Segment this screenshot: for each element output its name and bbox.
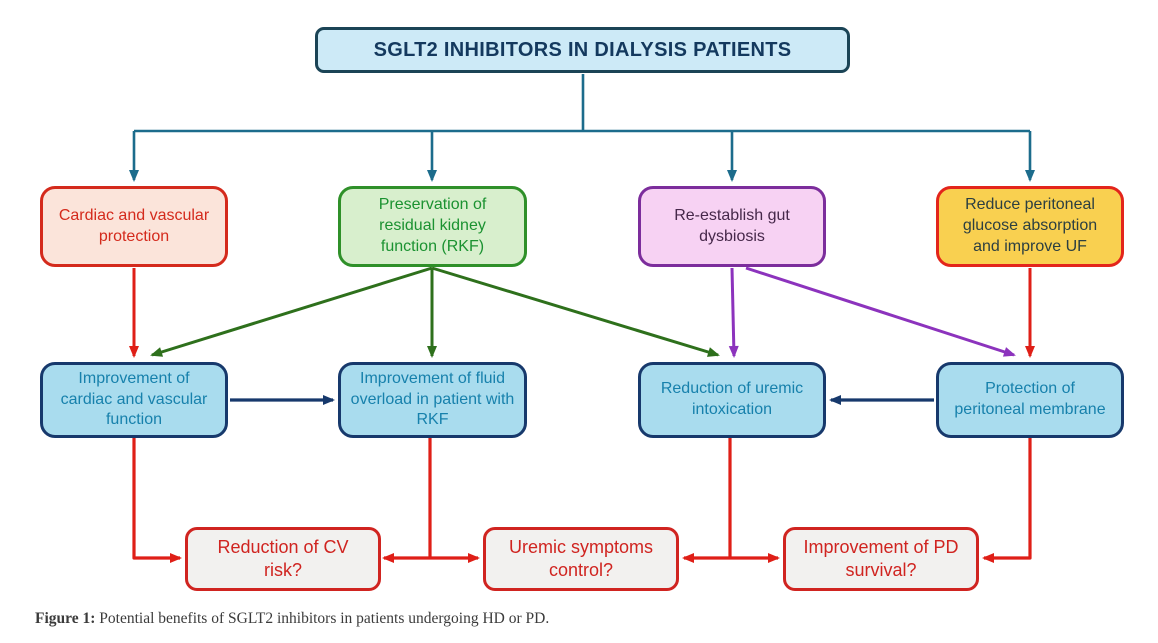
figure-caption-text: Potential benefits of SGLT2 inhibitors i… bbox=[95, 610, 550, 627]
node-protection-peritoneal-membrane: Protection of peritoneal membrane bbox=[936, 362, 1124, 438]
node-reduction-uremic-intoxication: Reduction of uremic intoxication bbox=[638, 362, 826, 438]
node-reduce-peritoneal-glucose: Reduce peritoneal glucose absorption and… bbox=[936, 186, 1124, 267]
node-preservation-rkf: Preservation of residual kidney function… bbox=[338, 186, 527, 267]
node-improve-cardiac-vascular-function: Improvement of cardiac and vascular func… bbox=[40, 362, 228, 438]
node-reduction-cv-risk: Reduction of CV risk? bbox=[185, 527, 381, 591]
figure-caption-label: Figure 1: bbox=[35, 610, 96, 627]
red-mechanism-arrows bbox=[129, 268, 1035, 358]
figure-caption: Figure 1: Potential benefits of SGLT2 in… bbox=[35, 610, 1125, 628]
green-rkf-arrows bbox=[150, 266, 720, 358]
red-question-arrows bbox=[132, 438, 1032, 563]
node-uremic-symptoms-control: Uremic symptoms control? bbox=[483, 527, 679, 591]
diagram-title: SGLT2 INHIBITORS IN DIALYSIS PATIENTS bbox=[315, 27, 850, 73]
node-improvement-pd-survival: Improvement of PD survival? bbox=[783, 527, 979, 591]
purple-gut-arrows bbox=[728, 266, 1016, 358]
node-improve-fluid-overload-rkf: Improvement of fluid overload in patient… bbox=[338, 362, 527, 438]
title-branch-lines bbox=[129, 74, 1035, 182]
node-reestablish-gut-dysbiosis: Re-establish gut dysbiosis bbox=[638, 186, 826, 267]
node-cardiac-vascular-protection: Cardiac and vascular protection bbox=[40, 186, 228, 267]
